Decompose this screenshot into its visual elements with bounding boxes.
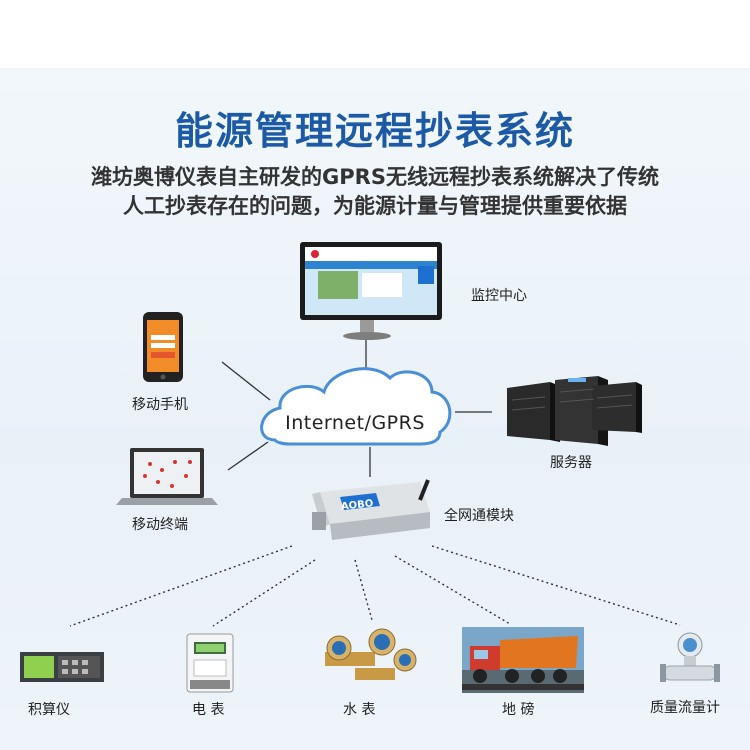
label-weighbridge: 地 磅	[502, 702, 535, 718]
cloud-connections	[221, 340, 492, 477]
electric-meter-icon	[186, 633, 234, 693]
server-icon	[507, 376, 642, 446]
label-mobile-terminal: 移动终端	[132, 517, 188, 533]
monitor-icon	[300, 242, 442, 340]
dotted-line-integrator	[69, 545, 293, 627]
label-mobile-phone: 移动手机	[132, 397, 188, 413]
label-water-meter: 水 表	[343, 702, 376, 718]
phone-icon	[143, 312, 183, 382]
laptop-icon	[116, 448, 218, 505]
subtitle-line-2: 人工抄表存在的问题，为能源计量与管理提供重要依据	[123, 194, 627, 218]
label-server: 服务器	[550, 455, 592, 471]
integrator-icon	[20, 652, 104, 682]
label-monitor-center: 监控中心	[471, 288, 527, 304]
cloud-label: Internet/GPRS	[285, 412, 425, 434]
line-terminal-cloud	[227, 441, 269, 471]
page-title: 能源管理远程抄表系统	[174, 109, 575, 153]
label-mass-flowmeter: 质量流量计	[650, 700, 720, 716]
label-integrator: 积算仪	[28, 702, 70, 718]
dotted-line-flowmeter	[431, 545, 681, 626]
dotted-line-weighbridge	[394, 555, 511, 625]
weighbridge-icon	[462, 627, 584, 693]
subtitle-line-1: 潍坊奥博仪表自主研发的GPRS无线远程抄表系统解决了传统	[91, 165, 659, 189]
cloud-icon	[260, 367, 452, 446]
module-icon	[312, 479, 430, 540]
dotted-line-water-meter	[354, 559, 373, 621]
dotted-line-electric-meter	[212, 559, 316, 627]
label-network-module: 全网通模块	[444, 508, 514, 524]
water-meter-icon	[325, 628, 417, 680]
line-phone-cloud	[221, 361, 271, 401]
flowmeter-icon	[660, 632, 720, 682]
device-connections	[69, 545, 681, 627]
label-electric-meter: 电 表	[192, 702, 225, 718]
